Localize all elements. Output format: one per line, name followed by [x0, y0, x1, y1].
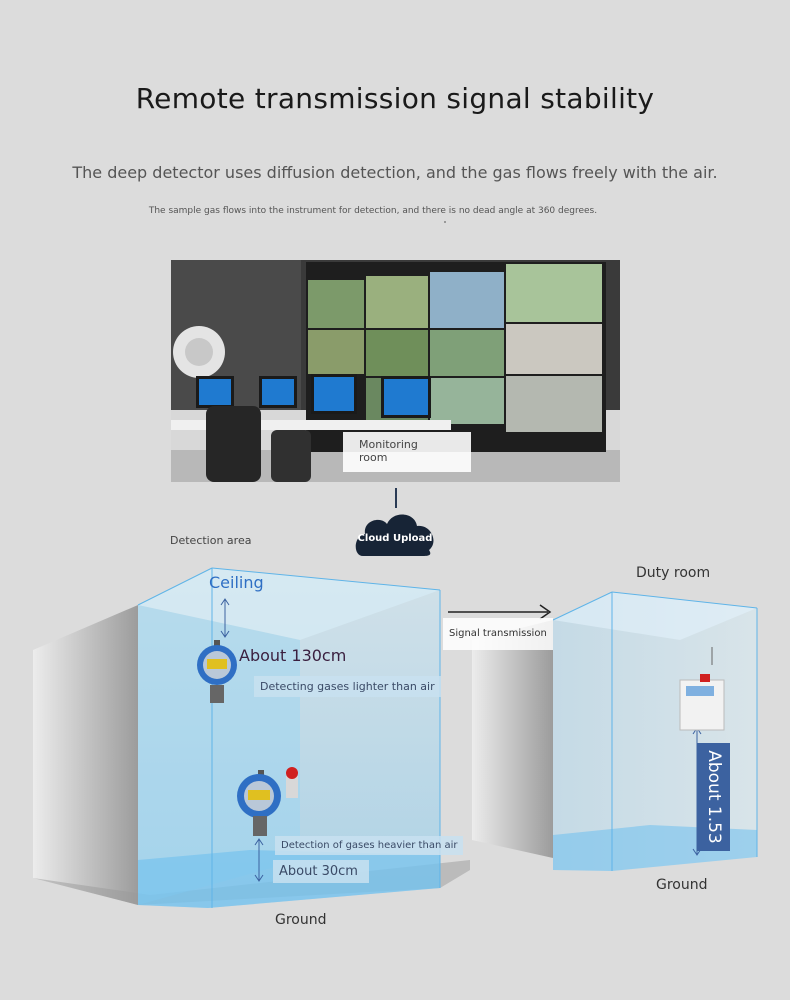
- monitoring-label-line1: Monitoring: [359, 438, 418, 451]
- about-153-text: About 1.53: [703, 750, 724, 844]
- signal-transmission-label: Signal transmission: [443, 618, 553, 650]
- gas-detector-upper-icon: [197, 640, 237, 703]
- alarm-controller-icon: [679, 647, 725, 731]
- about-130-label: About 130cm: [239, 646, 347, 665]
- page-title: Remote transmission signal stability: [135, 82, 655, 115]
- page-subtitle: The deep detector uses diffusion detecti…: [72, 163, 718, 182]
- decor-dot: [444, 221, 446, 223]
- monitoring-room-photo: [171, 260, 620, 482]
- cloud-upload-label: Cloud Upload: [357, 533, 433, 544]
- page-note: The sample gas flows into the instrument…: [148, 206, 598, 216]
- ceiling-label: Ceiling: [209, 573, 264, 592]
- heavier-gas-label: Detection of gases heavier than air: [275, 836, 464, 855]
- connector-line: [395, 488, 397, 508]
- duty-room-label: Duty room: [636, 565, 711, 581]
- detection-scene: [33, 567, 758, 908]
- gas-detector-lower-icon: [237, 767, 298, 836]
- detection-area-label: Detection area: [170, 534, 252, 547]
- monitoring-label-line2: room: [359, 451, 388, 464]
- about-30-label: About 30cm: [273, 860, 369, 883]
- about-153-label: About 1.53: [697, 743, 730, 851]
- lighter-gas-label: Detecting gases lighter than air: [254, 676, 441, 697]
- ground-right-label: Ground: [656, 877, 708, 893]
- cloud-icon: [355, 514, 434, 556]
- ground-left-label: Ground: [275, 912, 327, 928]
- monitoring-room-label: Monitoring room: [343, 432, 471, 472]
